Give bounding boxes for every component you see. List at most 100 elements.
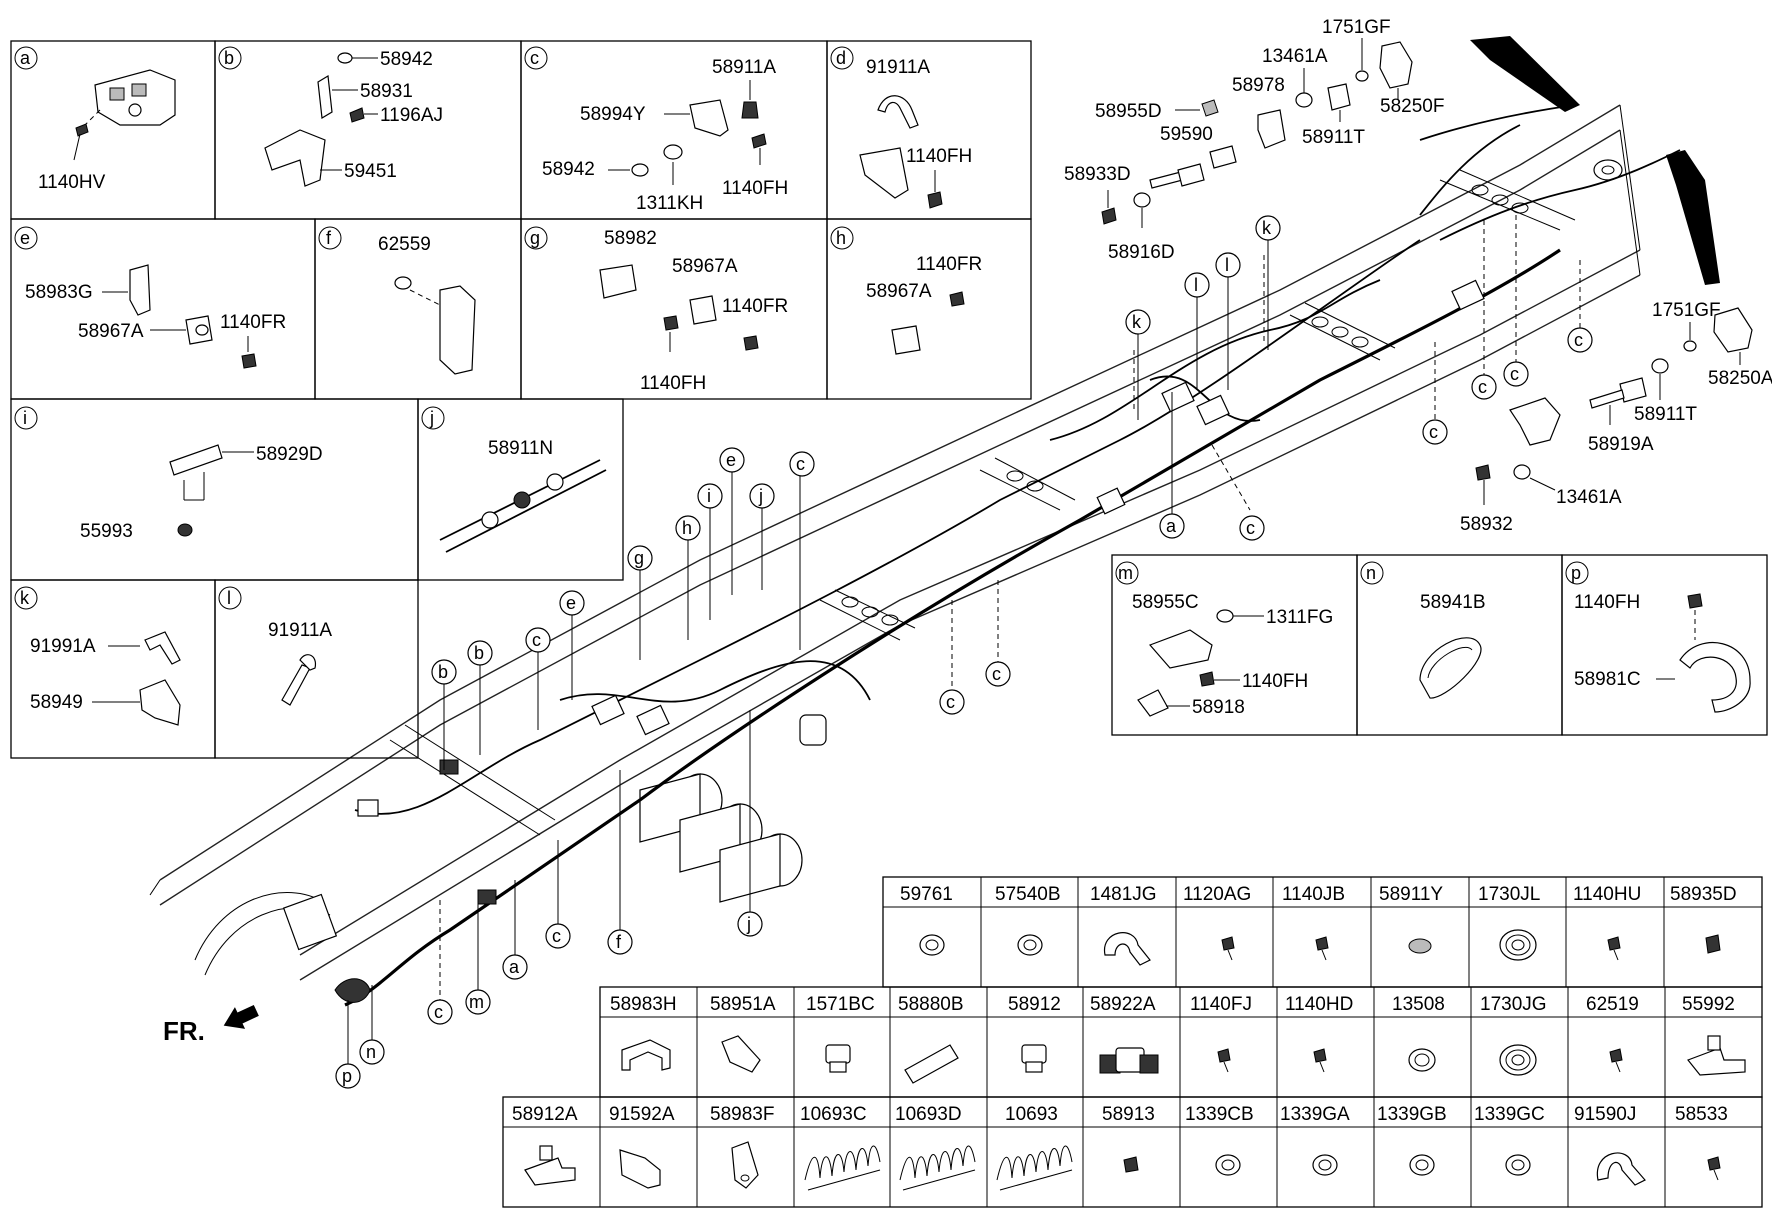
part-number-label: p xyxy=(1571,563,1581,583)
table-header-91592a: 91592A xyxy=(609,1104,675,1125)
front-label: FR. xyxy=(163,1016,205,1046)
table-header-10693: 10693 xyxy=(1005,1104,1058,1125)
panel-letter-j: j xyxy=(421,406,445,430)
part-number-label: g xyxy=(530,228,540,248)
part-number-label: c xyxy=(1574,330,1583,350)
panel-b-content: 58942 58931 1196AJ 59451 xyxy=(264,49,443,187)
table-header-1140hu: 1140HU xyxy=(1573,884,1641,905)
callout-d-mid: c xyxy=(789,451,815,650)
parts-table: 59761 57540B 1481JG 1120AG 1140JB 58911Y… xyxy=(502,876,1763,1208)
part-number-label: 13461A xyxy=(1262,46,1328,67)
part-number-label: c xyxy=(1478,377,1487,397)
panel-m-content: 58955C 1311FG 1140FH 58918 xyxy=(1132,592,1333,718)
panel-e-content: 58983G 58967A 1140FR xyxy=(25,264,286,369)
part-number-label: c xyxy=(530,48,539,68)
table-header-58913: 58913 xyxy=(1102,1104,1155,1125)
callout-p-lower: p xyxy=(335,1000,361,1089)
table-header-1481jg: 1481JG xyxy=(1090,884,1157,905)
part-number-label: e xyxy=(566,593,576,613)
part-number-label: c xyxy=(552,926,561,946)
part-number-label: 13461A xyxy=(1556,487,1622,508)
part-number-label: k xyxy=(20,588,30,608)
table-header-91590j: 91590J xyxy=(1574,1104,1636,1125)
part-number-label: c xyxy=(992,664,1001,684)
part-number-label: m xyxy=(469,992,484,1012)
parts-table-row-1: 59761 57540B 1481JG 1120AG 1140JB 58911Y… xyxy=(882,876,1763,988)
panel-f-content: 62559 xyxy=(378,234,476,375)
part-number-label: 1140HV xyxy=(38,172,106,193)
callout-h-mid: h xyxy=(675,515,701,640)
spring-10693d xyxy=(899,1145,976,1191)
part-number-label: 58967A xyxy=(866,281,932,302)
part-number-label: j xyxy=(758,486,763,506)
table-header-1730jl: 1730JL xyxy=(1478,884,1540,905)
panel-a-content: 1140HV xyxy=(38,69,176,193)
direction-arrows xyxy=(1470,36,1720,285)
callout-g-mid: g xyxy=(627,545,653,660)
panel-letter-c: c xyxy=(524,46,548,70)
brake-harness xyxy=(344,104,1681,1007)
callout-b-left: b xyxy=(431,659,457,770)
callout-d-right-2: c xyxy=(1471,220,1497,400)
callout-d-left: c xyxy=(525,627,551,730)
panel-letter-e: e xyxy=(14,226,38,250)
spring-10693c xyxy=(804,1145,881,1191)
part-number-label: 1140FH xyxy=(722,178,788,199)
part-number-label: 58911N xyxy=(488,438,553,459)
part-number-label: 58911T xyxy=(1634,404,1697,425)
panel-letter-d: d xyxy=(830,46,854,70)
table-header-10693d: 10693D xyxy=(895,1104,962,1125)
callout-i-mid: i xyxy=(697,483,723,620)
callout-n-lower: n xyxy=(359,985,385,1065)
part-number-label: 1140FR xyxy=(916,254,982,275)
table-header-58922a: 58922A xyxy=(1090,994,1156,1015)
part-number-label: g xyxy=(634,548,644,568)
part-number-label: l xyxy=(1225,255,1229,275)
callout-j-mid: j xyxy=(749,483,775,590)
part-number-label: 58941B xyxy=(1420,592,1486,613)
callout-d-lower-1: c xyxy=(545,840,571,949)
part-number-label: 58981C xyxy=(1574,669,1641,690)
table-header-1571bc: 1571BC xyxy=(806,994,875,1015)
spring-10693 xyxy=(996,1145,1073,1191)
part-number-label: 58967A xyxy=(78,321,144,342)
part-number-label: n xyxy=(366,1042,376,1062)
part-number-label: 58933D xyxy=(1064,164,1131,185)
chassis-frame xyxy=(149,104,1641,981)
parts-table-row-3: 58912A 91592A 58983F 10693C 10693D 10693… xyxy=(502,1096,1763,1208)
part-number-label: 1140FH xyxy=(1574,592,1640,613)
panel-letter-a: a xyxy=(14,46,38,70)
table-header-1120ag: 1120AG xyxy=(1183,884,1251,905)
panel-letter-h: h xyxy=(830,226,854,250)
part-number-label: 1196AJ xyxy=(380,105,443,126)
table-header-1339gc: 1339GC xyxy=(1474,1104,1545,1125)
part-number-label: 58918 xyxy=(1192,697,1245,718)
part-number-label: f xyxy=(326,228,332,248)
callout-e-mid: e xyxy=(719,447,745,595)
panel-letter-p: p xyxy=(1565,561,1589,585)
panel-c-content: 58911A 58994Y 58942 1311KH 1140FH xyxy=(542,57,788,214)
part-number-label: 1140FR xyxy=(722,296,788,317)
part-number-label: l xyxy=(1194,275,1198,295)
part-number-label: 91911A xyxy=(268,620,332,641)
part-number-label: 59451 xyxy=(344,161,397,182)
panel-g-content: 58982 58967A 1140FR 1140FH xyxy=(599,228,788,394)
part-number-label: 58955C xyxy=(1132,592,1199,613)
part-number-label: 91991A xyxy=(30,636,96,657)
part-number-label: b xyxy=(224,48,234,68)
main-callouts: a c k k l l c c xyxy=(335,215,1593,1089)
panel-i-content: 58929D 55993 xyxy=(80,444,323,542)
part-number-label: 58250A xyxy=(1708,368,1772,389)
part-number-label: 58919A xyxy=(1588,434,1654,455)
table-header-1339ga: 1339GA xyxy=(1280,1104,1350,1125)
part-number-label: p xyxy=(342,1066,352,1086)
part-number-label: h xyxy=(836,228,846,248)
panel-letter-i: i xyxy=(14,406,38,430)
part-number-label: i xyxy=(707,486,711,506)
part-number-label: 1311FG xyxy=(1266,607,1333,628)
panel-letter-f: f xyxy=(318,226,342,250)
table-header-57540b: 57540B xyxy=(995,884,1061,905)
panel-letter-n: n xyxy=(1360,561,1384,585)
part-number-label: 1140FR xyxy=(220,312,286,333)
part-number-label: e xyxy=(20,228,30,248)
